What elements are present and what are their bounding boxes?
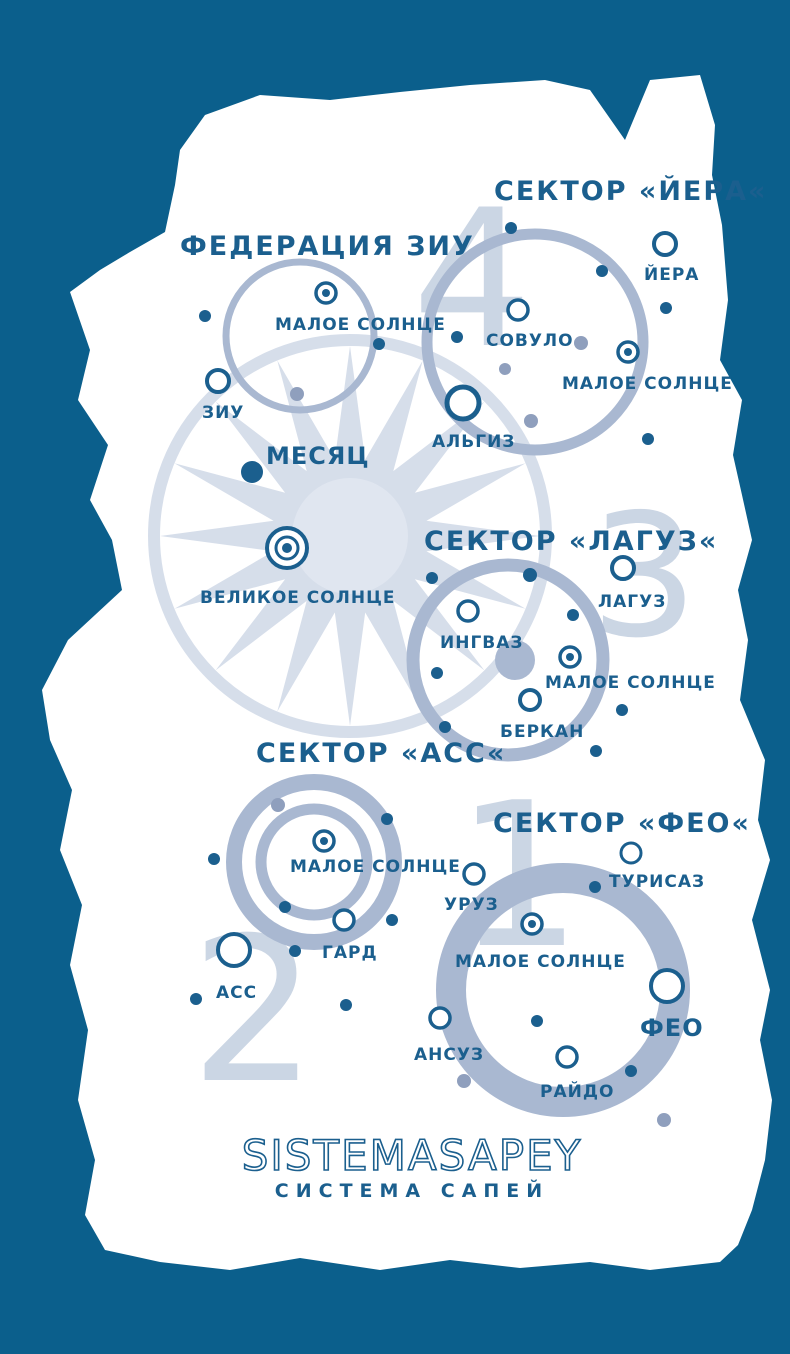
star-yera	[652, 231, 678, 257]
logo-subtitle: СИСТЕМА САПЕЙ	[275, 1179, 549, 1202]
label-berkan: БЕРКАН	[500, 722, 584, 742]
label-velikoe-solntse: ВЕЛИКОЕ СОЛНЦЕ	[200, 588, 395, 608]
title-sector-feo: СЕКТОР «ФЕО«	[493, 808, 751, 839]
logo: SISTEMASAPEY СИСТЕМА САПЕЙ	[241, 1130, 583, 1202]
label-maloe-solntse-feo: МАЛОЕ СОЛНЦЕ	[455, 952, 626, 972]
label-feo: ФЕО	[640, 1014, 704, 1042]
label-ingvaz: ИНГВАЗ	[440, 633, 523, 653]
moon-mesyats	[241, 461, 263, 483]
star-berkan	[518, 688, 542, 712]
hollow-stars	[205, 231, 685, 1069]
label-laguz: ЛАГУЗ	[598, 592, 666, 612]
star-algiz	[444, 384, 482, 422]
title-sector-yera: СЕКТОР «ЙЕРА«	[494, 175, 768, 207]
star-raido	[555, 1045, 579, 1069]
label-ass: АСС	[216, 983, 257, 1003]
sun-maloe-solntse-feo	[520, 912, 544, 936]
star-laguz	[610, 555, 636, 581]
ring-sector-yera	[421, 228, 649, 456]
label-maloe-solntse-ass: МАЛОЕ СОЛНЦЕ	[290, 857, 461, 877]
label-yera: ЙЕРА	[644, 263, 699, 285]
logo-wordmark: SISTEMASAPEY	[242, 1131, 583, 1180]
ring-sector-ass-outer	[226, 774, 402, 950]
small-suns	[312, 281, 640, 936]
sun-maloe-solntse-ziu	[314, 281, 338, 305]
ring-sector-ass-inner	[255, 803, 373, 921]
laguz-center-body	[495, 640, 535, 680]
label-algiz: АЛЬГИЗ	[432, 432, 515, 452]
label-raido: РАЙДО	[540, 1080, 614, 1102]
star-ass	[216, 932, 252, 968]
ring-federation-ziu	[222, 258, 378, 414]
sector-number-2: 2	[190, 895, 317, 1128]
sun-maloe-solntse-yera	[616, 340, 640, 364]
label-mesyats: МЕСЯЦ	[266, 442, 370, 470]
star-uruz	[462, 862, 486, 886]
star-gard	[332, 908, 356, 932]
label-gard: ГАРД	[322, 943, 378, 963]
blue-dots	[190, 222, 672, 1077]
sun-maloe-solntse-ass	[312, 829, 336, 853]
title-federation-ziu: ФЕДЕРАЦИЯ ЗИУ	[180, 231, 475, 262]
label-uruz: УРУЗ	[444, 895, 499, 915]
star-ingvaz	[456, 599, 480, 623]
star-turisaz	[619, 841, 643, 865]
label-sovulo: СОВУЛО	[486, 331, 574, 351]
compass-rose	[148, 334, 552, 738]
label-ansuz: АНСУЗ	[414, 1045, 484, 1065]
star-ansuz	[428, 1006, 452, 1030]
star-feo	[649, 968, 685, 1004]
star-sovulo	[506, 298, 530, 322]
label-ziu: ЗИУ	[202, 403, 244, 423]
star-ziu	[205, 368, 231, 394]
title-sector-ass: СЕКТОР «АСС«	[256, 738, 506, 769]
sun-velikoe-solntse	[265, 526, 309, 570]
sun-maloe-solntse-laguz	[558, 645, 582, 669]
label-maloe-solntse-yera: МАЛОЕ СОЛНЦЕ	[562, 374, 733, 394]
title-sector-laguz: СЕКТОР «ЛАГУЗ«	[424, 526, 718, 557]
label-turisaz: ТУРИСАЗ	[609, 872, 705, 892]
ring-sector-laguz	[406, 558, 610, 762]
grey-asteroids	[271, 336, 671, 1127]
label-maloe-solntse-ziu: МАЛОЕ СОЛНЦЕ	[275, 315, 446, 335]
label-maloe-solntse-laguz: МАЛОЕ СОЛНЦЕ	[545, 673, 716, 693]
